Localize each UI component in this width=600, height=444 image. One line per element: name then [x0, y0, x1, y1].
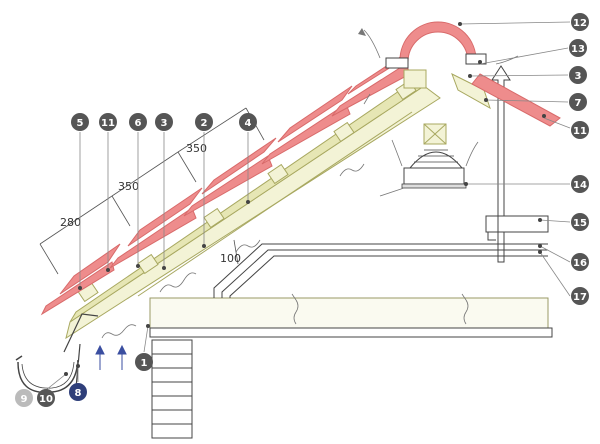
callout-3-label: 3 [161, 118, 168, 129]
callout-16: 16 [571, 253, 589, 271]
callout-11-right: 11 [571, 121, 589, 139]
dome-vent [391, 139, 479, 189]
callout-11-right-label: 11 [573, 126, 587, 137]
dimension-labels: 280 350 350 100 [60, 142, 241, 265]
dim-350-lower: 350 [118, 180, 139, 193]
callout-7-label: 7 [575, 98, 582, 109]
callout-7: 7 [569, 93, 587, 111]
leader-lines [45, 21, 571, 391]
callout-10-label: 10 [39, 394, 53, 405]
callout-2-label: 2 [201, 118, 208, 129]
callout-3-right: 3 [569, 66, 587, 84]
callout-16-label: 16 [573, 258, 587, 269]
callout-1-label: 1 [141, 358, 148, 369]
callout-4-label: 4 [245, 118, 252, 129]
callout-6: 6 [129, 113, 147, 131]
rafter [65, 77, 441, 340]
callout-5-label: 5 [77, 118, 84, 129]
callout-2: 2 [195, 113, 213, 131]
leader-dots [64, 22, 546, 376]
callout-9: 9 [15, 389, 33, 407]
airflow-lines [101, 93, 405, 339]
callout-13-label: 13 [571, 44, 585, 55]
callout-15: 15 [571, 213, 589, 231]
ventilation-duct [213, 215, 549, 298]
dim-100: 100 [220, 252, 241, 265]
callout-15-label: 15 [573, 218, 587, 229]
ridge-assembly [358, 21, 561, 127]
dim-350-upper: 350 [186, 142, 207, 155]
attic-floor-slab [149, 293, 553, 338]
callout-13: 13 [569, 39, 587, 57]
callout-14-label: 14 [573, 180, 587, 191]
vent-stack-arrow [491, 65, 511, 217]
callout-10: 10 [37, 389, 55, 407]
dim-280: 280 [60, 216, 81, 229]
callout-8-label: 8 [75, 388, 82, 399]
callout-17-label: 17 [573, 292, 587, 303]
callout-3-right-label: 3 [575, 71, 582, 82]
brick-wall [151, 339, 193, 439]
callout-9-label: 9 [21, 394, 28, 405]
roof-tiles-left [40, 51, 411, 316]
callout-6-label: 6 [135, 118, 142, 129]
callout-14: 14 [571, 175, 589, 193]
callout-4: 4 [239, 113, 257, 131]
callout-5: 5 [71, 113, 89, 131]
callout-17: 17 [571, 287, 589, 305]
callout-11-left: 11 [99, 113, 117, 131]
callout-12: 12 [571, 13, 589, 31]
dimension-lines [39, 107, 265, 275]
callout-12-label: 12 [573, 18, 587, 29]
callout-1: 1 [135, 353, 153, 371]
callout-3: 3 [155, 113, 173, 131]
battens [77, 79, 447, 303]
intake-arrows [95, 344, 127, 370]
callout-8: 8 [69, 383, 87, 401]
callout-11-left-label: 11 [101, 118, 115, 129]
